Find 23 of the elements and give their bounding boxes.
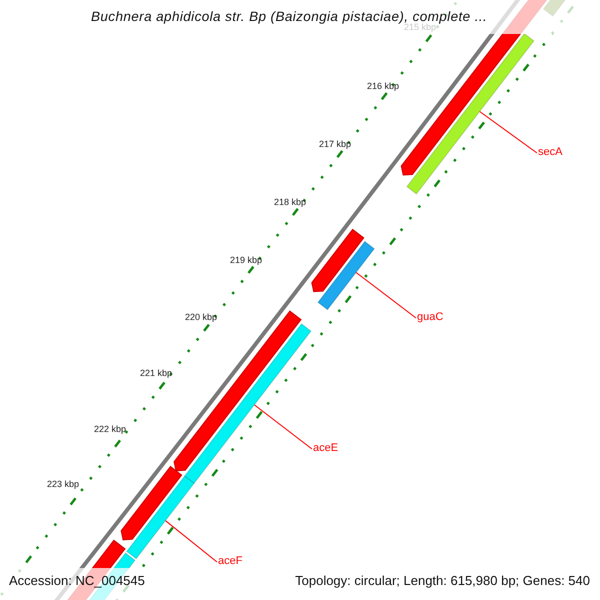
position-label: 217 kbp [318,139,352,149]
map-title: Buchnera aphidicola str. Bp (Baizongia pistaciae), complete ... [91,9,488,24]
position-label: 221 kbp [140,368,172,378]
position-label: 220 kbp [184,312,218,322]
gene-label: guaC [417,311,444,323]
leader-line [254,404,312,450]
gene-bar [184,323,312,484]
position-label: 216 kbp [366,81,400,91]
gene-bar [406,32,535,195]
position-label: 222 kbp [94,424,126,434]
leader-line [479,111,538,154]
accession-text: Accession: NC_004545 [9,573,145,588]
leader-line [165,520,218,562]
gene-label: aceF [218,555,242,567]
leader-line [356,272,416,318]
summary-text: Topology: circular; Length: 615,980 bp; Genes: 540 [295,573,590,588]
gene-bar [317,240,376,310]
position-label: 218 kbp [274,197,306,207]
gene-label: aceE [313,442,338,454]
gene-label: secA [538,146,562,158]
position-label: 223 kbp [46,479,80,489]
gene-bar [126,475,195,560]
position-label: 219 kbp [230,255,262,265]
